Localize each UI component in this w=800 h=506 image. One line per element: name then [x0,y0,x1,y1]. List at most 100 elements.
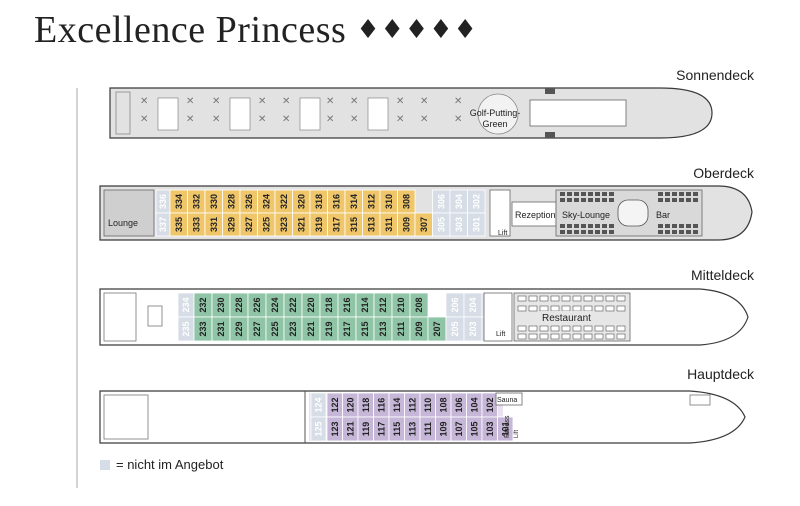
restaurant-table [539,305,549,312]
cabin-number: 227 [252,321,262,336]
cabin-number: 104 [469,397,479,412]
cabin-number: 120 [345,397,355,412]
restaurant-table [594,333,604,340]
cabin-number: 307 [419,217,429,232]
ship-name: Excellence Princess [34,9,347,51]
cabin-number: 231 [216,321,226,336]
sun-lounger-icon: ✕ [350,96,358,107]
restaurant-table [550,325,560,332]
cabin-number: 225 [270,321,280,336]
lounge-seat [567,230,572,234]
cabin-number: 311 [384,217,394,232]
cabin-number: 118 [361,398,371,413]
cabin-number: 206 [450,297,460,312]
lounge-seat [693,230,698,234]
cabin-number: 122 [330,397,340,412]
sky-lounge-label: Sky-Lounge [562,210,610,220]
restaurant-table [550,295,560,302]
restaurant-table [616,333,626,340]
legend: = nicht im Angebot [100,457,223,472]
lounge-seat [595,224,600,228]
restaurant-table [572,333,582,340]
cabin-number: 337 [158,217,168,232]
restaurant-table [528,295,538,302]
lounge-seat [595,192,600,196]
lounge-seat [560,224,565,228]
lounge-seat [679,192,684,196]
cabin-number: 107 [454,421,464,436]
cabin-number: 229 [234,321,244,336]
lounge-seat [609,230,614,234]
cabin-number: 216 [342,297,352,312]
sky-lounge-seating [560,192,698,234]
cabin-number: 108 [438,397,448,412]
cabin-number: 308 [401,194,411,209]
cabin-number: 312 [366,194,376,209]
lounge-seat [672,224,677,228]
sun-lounger-icon: ✕ [258,96,266,107]
legend-text: = nicht im Angebot [116,457,224,472]
mitteldeck-stair-core [483,292,513,342]
sun-lounger-icon: ✕ [282,96,290,107]
restaurant-table [616,325,626,332]
restaurant-table [517,325,527,332]
restaurant-table [594,295,604,302]
lounge-seat [574,192,579,196]
sauna-label: Sauna [497,397,517,404]
cabin-number: 211 [396,322,406,337]
oberdeck-lift-label: Lift [498,230,507,237]
mitteldeck-lift-label: Lift [496,331,505,338]
cabin-number: 330 [209,194,219,209]
restaurant-table [616,295,626,302]
cabin-number: 318 [314,194,324,209]
lounge-seat [581,198,586,202]
lounge-seat [574,224,579,228]
lounge-seat [567,224,572,228]
restaurant-table [517,305,527,312]
cabin-number: 109 [438,421,448,436]
cabin-number: 101 [500,421,510,436]
hauptdeck-lift-label: Lift [514,430,520,438]
lounge-seat [658,198,663,202]
lounge-seat [672,198,677,202]
restaurant-table [528,305,538,312]
lounge-seat [609,192,614,196]
cabin-number: 226 [252,297,262,312]
cabin-number: 235 [181,321,191,336]
lounge-seat [588,192,593,196]
oberdeck-lounge-area [103,189,155,237]
cabin-number: 328 [226,194,236,209]
lounge-seat [560,198,565,202]
sun-lounger-icon: ✕ [454,114,462,125]
lounge-seat [693,192,698,196]
restaurant-table [528,333,538,340]
cabin-number: 218 [324,297,334,312]
divider-line [76,88,78,488]
cabin-number: 223 [288,321,298,336]
lounge-seat [609,198,614,202]
restaurant-table [517,295,527,302]
cabin-number: 106 [454,397,464,412]
lounge-seat [679,230,684,234]
cabin-not-offered [467,212,486,237]
lounge-seat [602,224,607,228]
cabin-number: 332 [191,194,201,209]
lounge-seat [658,192,663,196]
cabin [497,416,514,442]
cabin-number: 117 [376,422,386,437]
bar-counter [617,199,649,227]
cabin-number: 116 [376,398,386,413]
cabin-number: 124 [314,397,324,412]
sauna-area [495,392,523,406]
lounge-seat [658,224,663,228]
sonnendeck-plan: ✕✕✕✕✕✕✕✕✕✕✕✕✕✕✕✕✕✕✕✕ Golf-Putting- Green [109,87,713,139]
restaurant-table [561,333,571,340]
restaurant-table [561,305,571,312]
lounge-seat [588,224,593,228]
cabin-number: 310 [384,194,394,209]
lounge-seat [560,192,565,196]
